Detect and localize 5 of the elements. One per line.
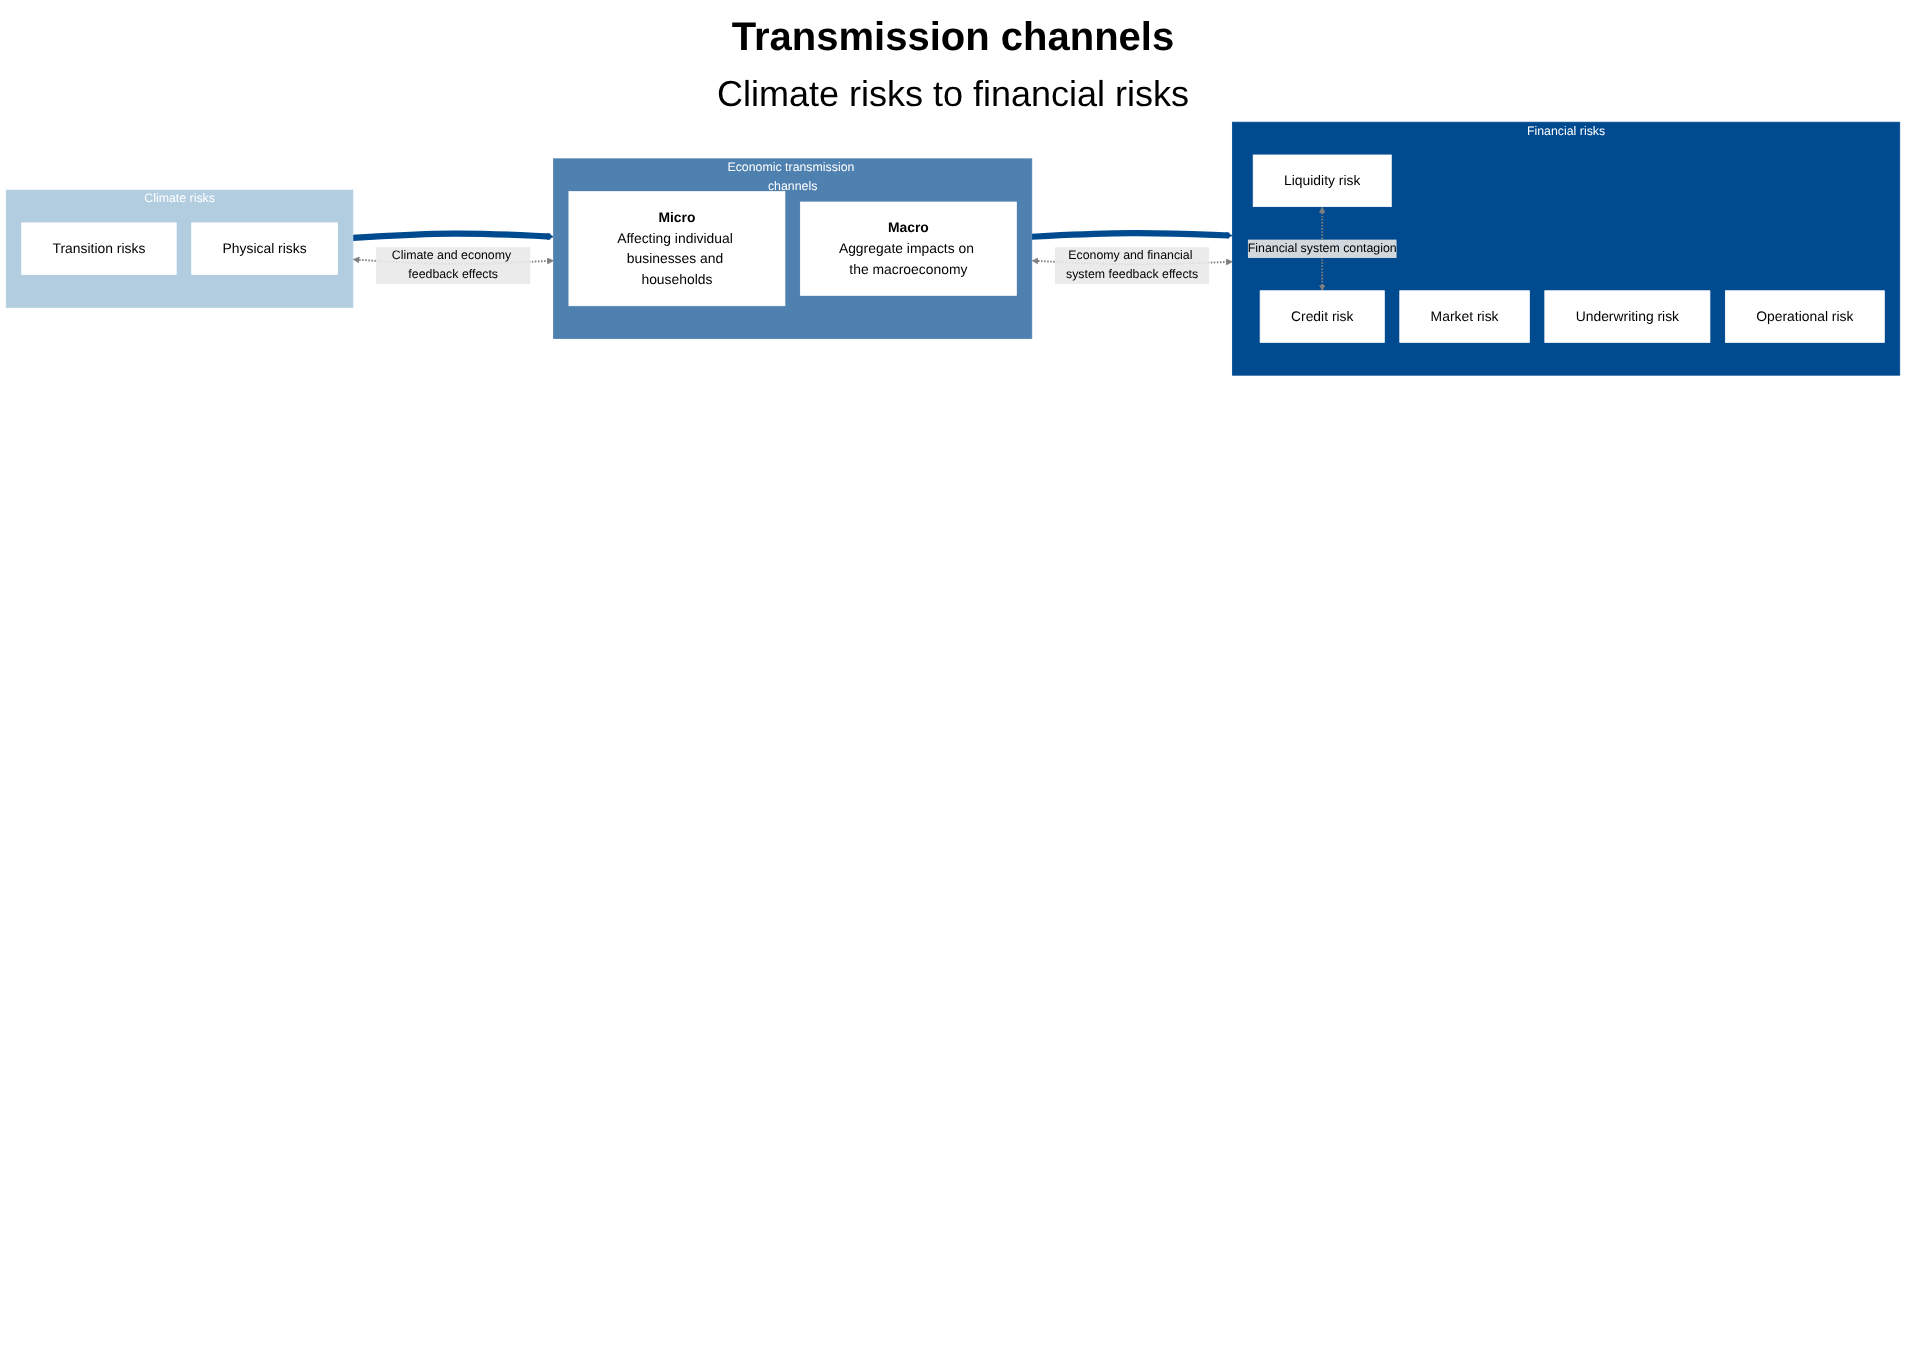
arrow <box>352 230 554 241</box>
arrow <box>1031 230 1233 240</box>
subtitle-note: Climate risks to financial risks <box>716 74 1190 116</box>
diagram-title: Transmission channels <box>731 16 1175 62</box>
arrow <box>1318 206 1326 292</box>
